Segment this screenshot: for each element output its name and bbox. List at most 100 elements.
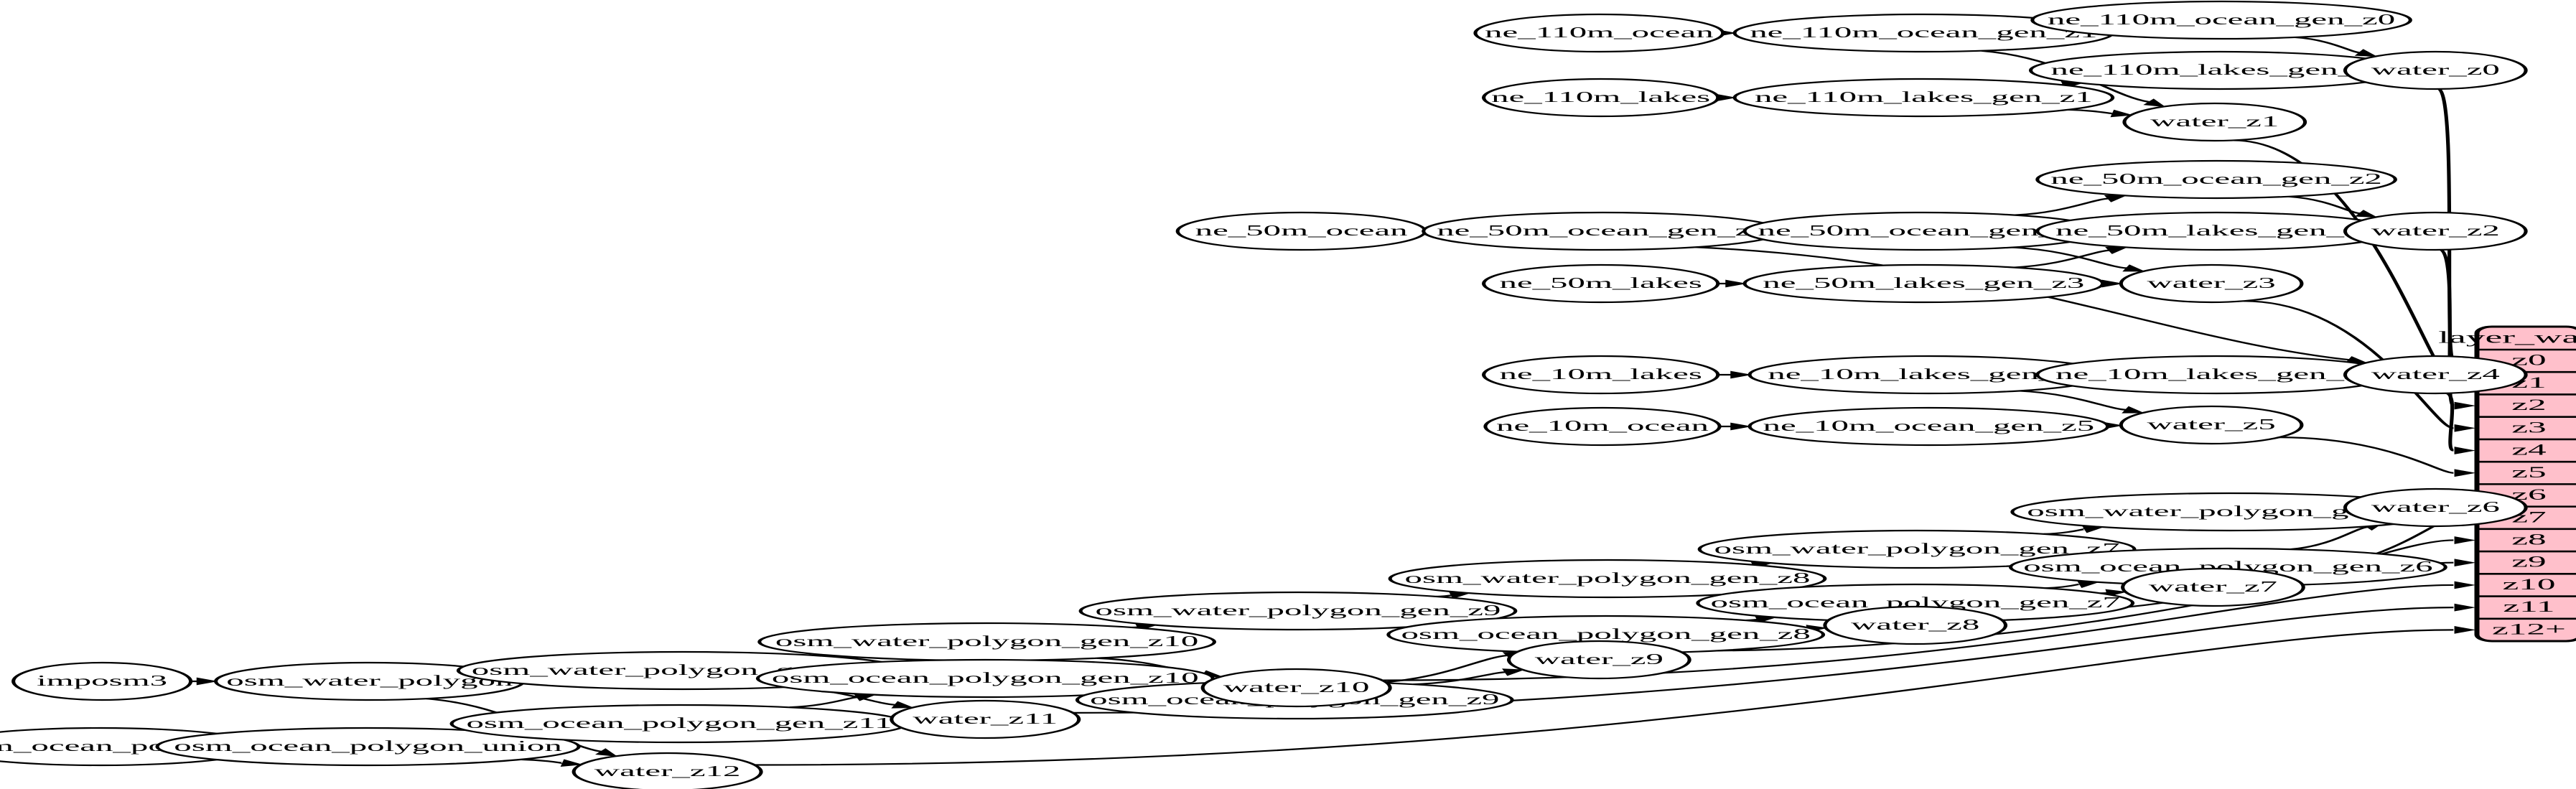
node-ne_10m_lakes[interactable]: ne_10m_lakes	[1482, 355, 1720, 395]
node-ne_50m_ocean_gen_z2[interactable]: ne_50m_ocean_gen_z2	[2035, 159, 2397, 200]
edge-arrowhead	[2122, 406, 2145, 414]
node-ellipse	[1200, 668, 1392, 708]
node-water_z9[interactable]: water_z9	[1506, 640, 1691, 680]
node-osm_water_polygon_gen_z10[interactable]: osm_water_polygon_gen_z10	[757, 622, 1217, 662]
node-ellipse	[2343, 211, 2528, 251]
node-ne_50m_lakes_gen_z3[interactable]: ne_50m_lakes_gen_z3	[1742, 263, 2105, 304]
node-osm_water_polygon_gen_z9[interactable]: osm_water_polygon_gen_z9	[1078, 591, 1518, 631]
node-osm_ocean_polygon_union[interactable]: osm_ocean_polygon_union	[155, 727, 581, 767]
edge-arrowhead	[891, 701, 915, 709]
edge-osm_ocean_polygon_gen_z6-to-water_z6	[2290, 526, 2369, 551]
node-osm_water_polygon_gen_z6[interactable]: osm_water_polygon_gen_z6	[2010, 492, 2450, 532]
edge-arrowhead	[2110, 109, 2134, 118]
node-osm_water_polygon[interactable]: osm_water_polygon	[213, 661, 526, 701]
node-ellipse	[2121, 567, 2305, 607]
node-ne_10m_ocean[interactable]: ne_10m_ocean	[1483, 406, 1722, 447]
edge-water_z5-to-table-z5	[2279, 436, 2455, 474]
node-label: water_z9	[1535, 650, 1663, 667]
node-ne_110m_lakes_gen_z0[interactable]: ne_110m_lakes_gen_z0	[2028, 50, 2411, 90]
node-label: ne_110m_lakes_gen_z0	[2050, 61, 2389, 78]
node-ellipse	[155, 727, 581, 767]
node-label: ne_110m_ocean_gen_z1	[1750, 24, 2097, 40]
edge-arrowhead	[1730, 422, 1753, 431]
node-ne_50m_ocean_gen_z3[interactable]: ne_50m_ocean_gen_z3	[1742, 211, 2105, 251]
node-water_z3[interactable]: water_z3	[2119, 263, 2304, 304]
node-ne_50m_ocean[interactable]: ne_50m_ocean	[1175, 211, 1427, 251]
node-label: ne_50m_ocean_gen_z2	[2050, 170, 2382, 187]
node-label: water_z5	[2147, 416, 2275, 432]
node-ellipse	[890, 699, 1081, 739]
node-ne_110m_ocean_gen_z0[interactable]: ne_110m_ocean_gen_z0	[2030, 0, 2412, 40]
edge-arrowhead	[2354, 49, 2378, 57]
edge-layer	[154, 22, 2488, 767]
edge-ne_50m_ocean_gen_z4-to-water_z4	[1694, 246, 2350, 361]
node-ne_50m_lakes_gen_z2[interactable]: ne_50m_lakes_gen_z2	[2035, 211, 2397, 251]
node-water_z2[interactable]: water_z2	[2343, 211, 2528, 251]
node-ne_110m_lakes[interactable]: ne_110m_lakes	[1482, 78, 1720, 118]
node-ne_10m_lakes_gen_z5[interactable]: ne_10m_lakes_gen_z5	[1747, 355, 2110, 395]
node-ellipse	[1732, 78, 2115, 118]
node-ellipse	[571, 752, 763, 789]
node-osm_ocean_polygon_gen_z7[interactable]: osm_ocean_polygon_gen_z7	[1696, 583, 2135, 623]
edge-arrowhead	[2122, 264, 2146, 272]
table-row-z5[interactable]: z5	[2511, 463, 2546, 481]
table-row-z12+[interactable]: z12+	[2492, 620, 2566, 638]
node-ne_110m_ocean[interactable]: ne_110m_ocean	[1473, 13, 1725, 53]
node-ellipse	[1742, 263, 2105, 304]
node-ne_10m_lakes_gen_z4[interactable]: ne_10m_lakes_gen_z4	[2035, 355, 2397, 395]
edge-osm_ocean_polygon_gen_z7-to-osm_ocean_polygon_gen_z6	[2045, 583, 2082, 589]
node-water_z5[interactable]: water_z5	[2119, 405, 2304, 445]
table-row-z2[interactable]: z2	[2511, 396, 2546, 414]
table-row-z9[interactable]: z9	[2511, 553, 2546, 571]
edge-osm_ocean_polygon_union-to-water_z12	[521, 758, 565, 764]
node-ne_50m_lakes[interactable]: ne_50m_lakes	[1482, 263, 1720, 304]
node-label: water_z11	[913, 710, 1058, 727]
node-ne_110m_ocean_gen_z1[interactable]: ne_110m_ocean_gen_z1	[1732, 13, 2115, 53]
node-water_z0[interactable]: water_z0	[2343, 50, 2528, 90]
table-row-z11[interactable]: z11	[2503, 598, 2554, 616]
node-osm_water_polygon_gen_z7[interactable]: osm_water_polygon_gen_z7	[1697, 529, 2137, 569]
node-osm_ocean_polygon_gen_z11[interactable]: osm_ocean_polygon_gen_z11	[449, 704, 909, 744]
node-ne_10m_ocean_gen_z5[interactable]: ne_10m_ocean_gen_z5	[1747, 406, 2110, 447]
edge-arrowhead	[2454, 447, 2476, 454]
node-water_z7[interactable]: water_z7	[2121, 567, 2305, 607]
node-water_z12[interactable]: water_z12	[571, 752, 763, 789]
edge-osm_ocean_polygon_gen_z9-to-water_z9	[1413, 671, 1506, 686]
node-ellipse	[1078, 591, 1518, 631]
node-ne_50m_ocean_gen_z4[interactable]: ne_50m_ocean_gen_z4	[1422, 211, 1783, 251]
node-imposm3[interactable]: imposm3	[11, 661, 193, 701]
node-label: ne_110m_ocean	[1485, 24, 1714, 40]
node-label: ne_50m_lakes_gen_z2	[2055, 222, 2377, 238]
node-water_z1[interactable]: water_z1	[2122, 102, 2307, 142]
node-ne_110m_lakes_gen_z1[interactable]: ne_110m_lakes_gen_z1	[1732, 78, 2115, 118]
node-label: water_z2	[2371, 222, 2500, 238]
node-ellipse	[2119, 263, 2304, 304]
node-ellipse	[1482, 355, 1720, 395]
node-label: ne_10m_lakes_gen_z5	[1768, 365, 2089, 382]
node-ellipse	[1823, 605, 2008, 645]
edge-ne_110m_ocean_gen_z0-to-water_z0	[2294, 36, 2361, 54]
node-osm_ocean_polygon_gen_z10[interactable]: osm_ocean_polygon_gen_z10	[755, 658, 1215, 699]
table-row-z4[interactable]: z4	[2511, 441, 2547, 459]
node-water_z11[interactable]: water_z11	[890, 699, 1081, 739]
node-osm_ocean_polygon_gen_z8[interactable]: osm_ocean_polygon_gen_z8	[1386, 615, 1826, 655]
node-label: ne_50m_lakes_gen_z3	[1763, 274, 2084, 291]
node-osm_water_polygon_gen_z8[interactable]: osm_water_polygon_gen_z8	[1388, 559, 1827, 599]
edge-arrowhead	[196, 677, 218, 686]
edge-arrowhead	[2143, 98, 2166, 108]
edge-arrowhead	[1502, 668, 1526, 676]
node-water_z4[interactable]: water_z4	[2343, 355, 2528, 395]
node-water_z6[interactable]: water_z6	[2343, 487, 2528, 528]
table-row-z3[interactable]: z3	[2511, 419, 2546, 436]
table-row-z10[interactable]: z10	[2502, 575, 2555, 593]
table-row-z8[interactable]: z8	[2511, 531, 2546, 548]
edge-arrowhead	[560, 759, 584, 767]
node-ellipse	[2119, 405, 2304, 445]
node-label: water_z0	[2371, 61, 2500, 78]
node-water_z8[interactable]: water_z8	[1823, 605, 2008, 645]
node-water_z10[interactable]: water_z10	[1200, 668, 1392, 708]
node-ellipse	[2343, 355, 2528, 395]
node-osm_ocean_polygon_gen_z6[interactable]: osm_ocean_polygon_gen_z6	[2008, 547, 2447, 587]
edge-ne_50m_ocean_gen_z2-to-water_z2	[2288, 195, 2361, 215]
